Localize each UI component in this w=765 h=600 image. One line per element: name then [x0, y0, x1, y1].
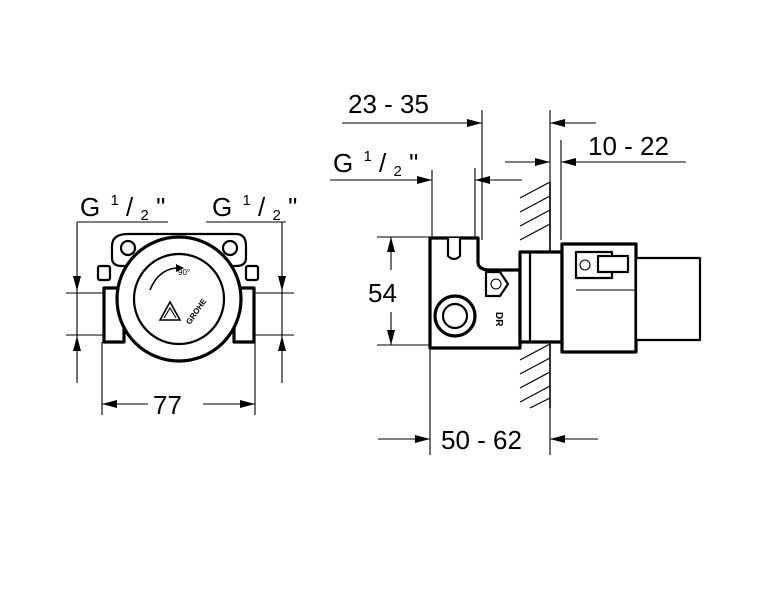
body-mark: DR: [493, 312, 504, 327]
side-view: 23 - 35 10 - 22 G 1 / 2 ": [330, 89, 702, 455]
front-thread-left-label: G 1 / 2 ": [80, 181, 165, 226]
front-width-dim: 77: [153, 390, 182, 420]
side-wall-dim: 10 - 22: [588, 131, 669, 161]
front-view: G 1 / 2 " G 1 / 2 ": [66, 181, 297, 420]
side-depth-dim: 50 - 62: [441, 425, 522, 455]
side-height-dim: 54: [368, 278, 397, 308]
dial-mark: 90°: [178, 268, 190, 277]
side-thread-label: G 1 / 2 ": [333, 137, 418, 182]
side-top-dim: 23 - 35: [348, 89, 429, 119]
mounting-plate: [518, 250, 564, 344]
valve-dial: [132, 252, 226, 346]
side-port-inner: [441, 302, 469, 330]
wall-section: [519, 181, 551, 409]
cover-cap: [634, 256, 702, 342]
front-thread-right-label: G 1 / 2 ": [212, 181, 297, 226]
